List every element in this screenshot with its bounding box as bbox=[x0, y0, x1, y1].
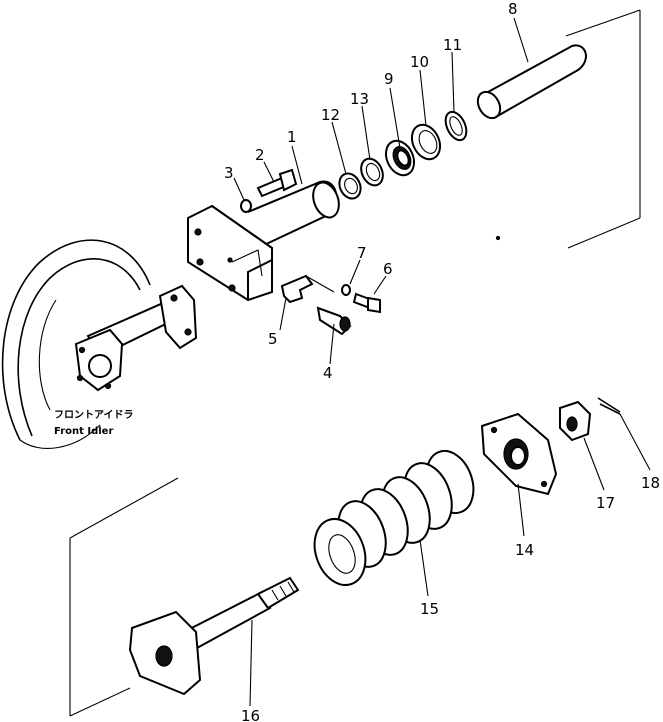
spring-part-15 bbox=[313, 450, 475, 586]
plate-part-14 bbox=[480, 412, 558, 496]
bolt-part-2 bbox=[256, 168, 298, 198]
plate-part-5 bbox=[280, 274, 335, 304]
label-part-4: 4 bbox=[323, 364, 333, 382]
washer-part-3 bbox=[240, 199, 252, 213]
label-part-6: 6 bbox=[383, 260, 393, 278]
caption-en: Front Idler bbox=[54, 426, 113, 437]
seal-part-10 bbox=[410, 123, 442, 161]
label-part-9: 9 bbox=[384, 70, 394, 88]
label-part-17: 17 bbox=[596, 494, 615, 512]
ring-part-12 bbox=[338, 172, 362, 200]
label-part-1: 1 bbox=[287, 128, 297, 146]
label-part-5: 5 bbox=[268, 330, 278, 348]
label-part-12: 12 bbox=[321, 106, 340, 124]
upper-plane-frame bbox=[565, 9, 641, 249]
leader-lines bbox=[233, 17, 651, 707]
pin-part-18 bbox=[597, 397, 621, 415]
fitting-part-4 bbox=[316, 306, 352, 336]
label-part-8: 8 bbox=[508, 0, 518, 18]
ring-part-13 bbox=[360, 157, 384, 187]
label-part-13: 13 bbox=[350, 90, 369, 108]
label-part-16: 16 bbox=[241, 707, 260, 722]
speck bbox=[495, 235, 501, 241]
caption-jp: フロントアイドラ bbox=[54, 409, 134, 421]
label-part-11: 11 bbox=[443, 36, 462, 54]
lower-plane-frame bbox=[69, 477, 179, 717]
bearing-part-9 bbox=[384, 139, 416, 177]
bolt-part-16 bbox=[128, 576, 300, 696]
nut-part-17 bbox=[559, 400, 592, 442]
label-part-7: 7 bbox=[357, 244, 367, 262]
snap-ring-part-11 bbox=[444, 110, 468, 142]
label-part-10: 10 bbox=[410, 53, 429, 71]
part-labels: 1 2 3 4 5 6 7 8 9 10 11 12 13 14 15 16 1… bbox=[224, 0, 660, 722]
label-part-3: 3 bbox=[224, 164, 234, 182]
front-idler-wheel bbox=[1, 239, 198, 449]
bolt-part-6 bbox=[352, 292, 381, 314]
label-part-18: 18 bbox=[641, 474, 660, 492]
label-part-14: 14 bbox=[515, 541, 534, 559]
yoke-part-1 bbox=[187, 180, 340, 302]
rod-part-8 bbox=[476, 44, 587, 120]
label-part-2: 2 bbox=[255, 146, 265, 164]
label-part-15: 15 bbox=[420, 600, 439, 618]
washer-part-7 bbox=[341, 284, 351, 296]
